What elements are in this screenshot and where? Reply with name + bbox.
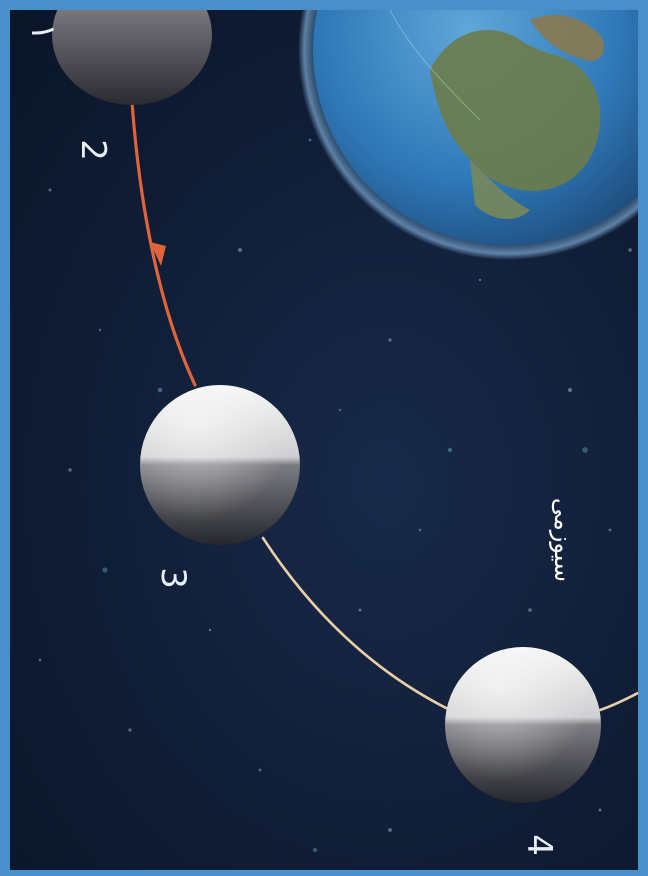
space-background: ١ 2 3 4 سیوزمی	[10, 10, 638, 870]
moon-icon-position-3	[140, 385, 300, 545]
moon-icon-position-4	[445, 647, 601, 803]
earth-icon	[298, 10, 638, 260]
moon-icon-position-2	[52, 10, 212, 105]
orbit-path	[130, 100, 638, 712]
position-label-2: 2	[73, 139, 113, 161]
position-label-1: ١	[23, 23, 63, 41]
star-field	[38, 138, 632, 853]
arrow-icon	[150, 242, 166, 266]
moon-orbit-diagram: ١ 2 3 4 سیوزمی	[23, 10, 638, 856]
position-label-4: 4	[519, 834, 559, 856]
position-label-3: 3	[153, 567, 193, 589]
caption-text: سیوزمی	[549, 498, 577, 582]
